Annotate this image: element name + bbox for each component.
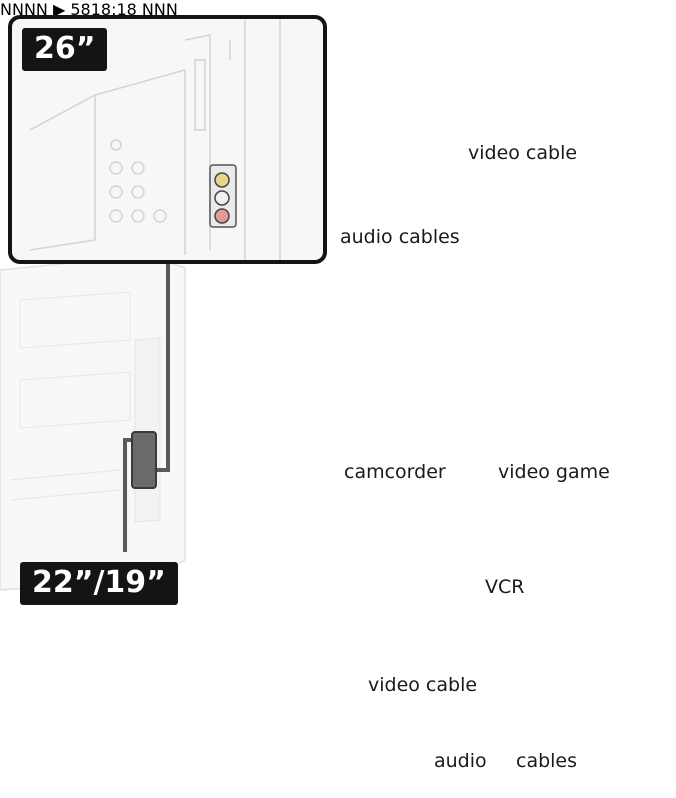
- tv-background-illustration: [0, 254, 186, 591]
- panel-link-cable: [123, 262, 170, 552]
- video-cable-label-top: video cable: [468, 142, 578, 164]
- audio-label-bottom: audio: [434, 750, 487, 772]
- cables-label-bottom: cables: [516, 750, 578, 772]
- tv-26-panel: [8, 15, 327, 264]
- vcr-label: VCR: [485, 576, 525, 598]
- vcr-display-readout: ▶ 5818:18: [52, 0, 137, 19]
- tv-22-19-size-badge: 22”/19”: [20, 562, 178, 605]
- vcr-display-left-tag: NNNN: [0, 0, 48, 19]
- video-cable-label-bottom: video cable: [368, 674, 478, 696]
- audio-cables-label-top: audio cables: [340, 226, 460, 248]
- tv-26-size-badge: 26”: [22, 28, 108, 71]
- camcorder-label: camcorder: [344, 461, 446, 483]
- tv-26-av-jacks: [209, 164, 237, 228]
- vcr-display-right-tag: NNN: [141, 0, 178, 19]
- video-game-label: video game: [498, 461, 610, 483]
